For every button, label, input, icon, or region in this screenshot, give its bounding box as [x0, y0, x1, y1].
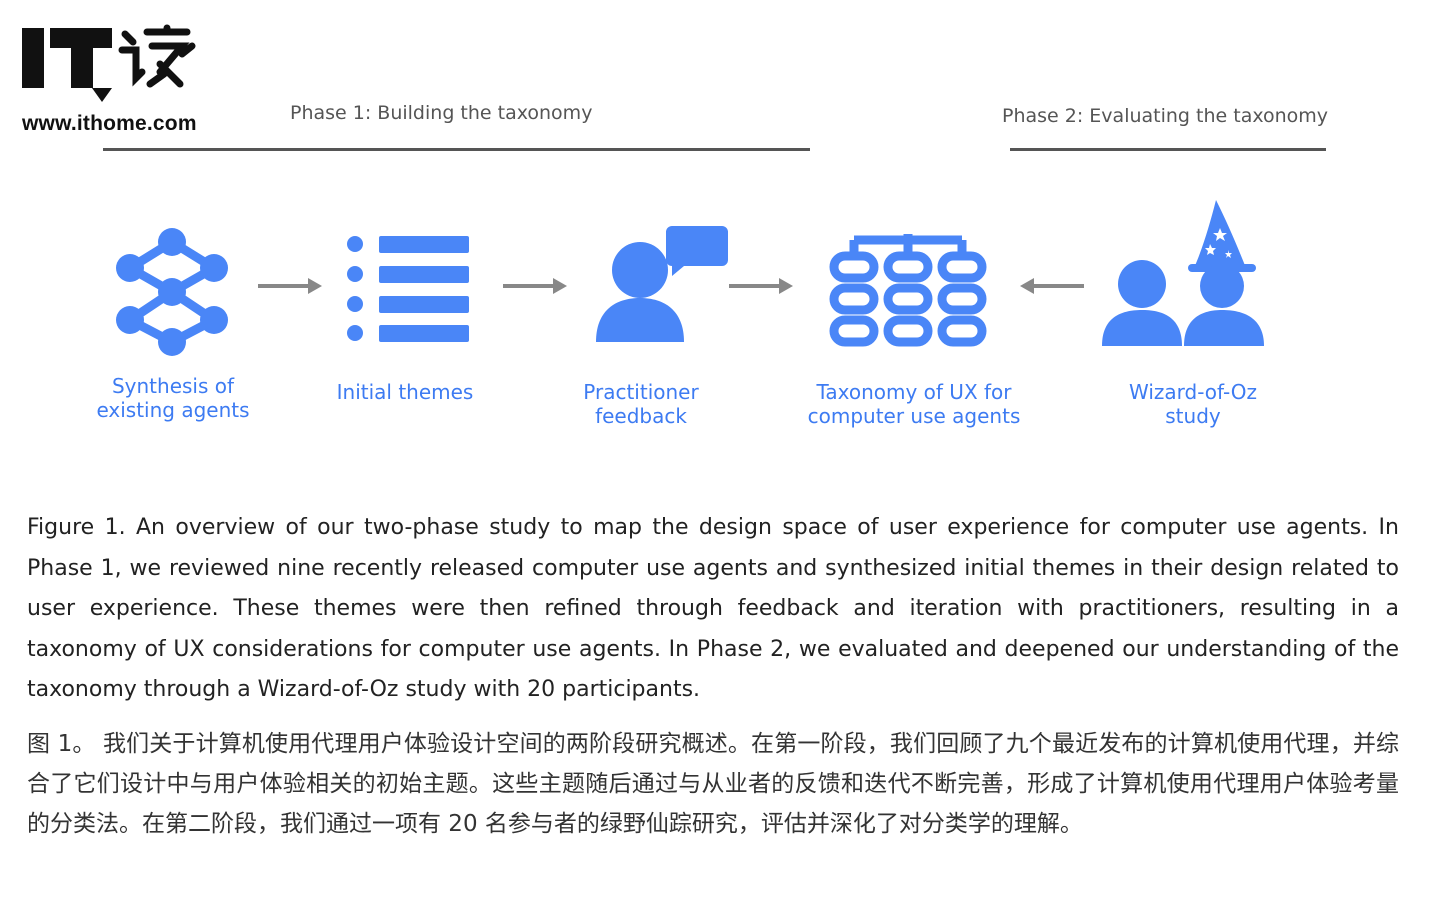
- list-icon: [347, 236, 469, 342]
- node-label-taxonomy: Taxonomy of UX for computer use agents: [807, 380, 1021, 428]
- ithome-logo: [22, 24, 196, 102]
- phase1-rule: [103, 148, 810, 151]
- watermark-url: www.ithome.com: [22, 112, 197, 135]
- wizard-icon: [1102, 200, 1264, 346]
- node-label-synthesis: Synthesis of existing agents: [96, 374, 250, 422]
- node-label-practitioner-feedback: Practitioner feedback: [583, 380, 699, 428]
- phase2-title: Phase 2: Evaluating the taxonomy: [1002, 105, 1329, 127]
- phase2-rule: [1010, 148, 1326, 151]
- network-icon: [116, 228, 228, 356]
- figure-caption-english: Figure 1. An overview of our two-phase s…: [27, 515, 1399, 702]
- right-arrow-icon: [258, 278, 322, 294]
- taxonomy-icon: [829, 234, 987, 347]
- left-arrow-icon: [1020, 278, 1084, 294]
- person-chat-icon: [596, 226, 728, 342]
- figure-caption-chinese: 图 1。 我们关于计算机使用代理用户体验设计空间的两阶段研究概述。在第一阶段，我…: [27, 731, 1399, 837]
- node-label-wizard-of-oz: Wizard-of-Oz study: [1129, 380, 1257, 428]
- right-arrow-icon: [503, 278, 567, 294]
- phase1-title: Phase 1: Building the taxonomy: [290, 102, 593, 124]
- node-label-initial-themes: Initial themes: [336, 380, 474, 404]
- right-arrow-icon: [729, 278, 793, 294]
